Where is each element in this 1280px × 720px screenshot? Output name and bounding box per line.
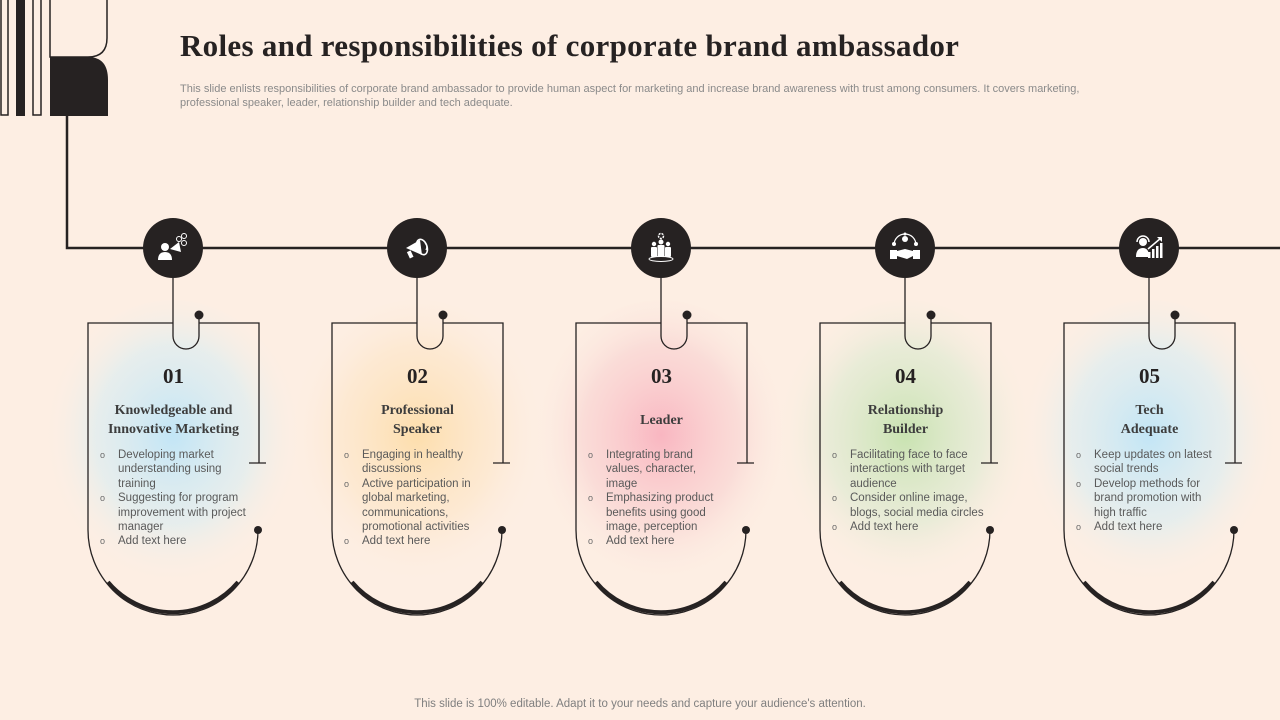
role-number: 04 bbox=[895, 364, 916, 388]
page-title: Roles and responsibilities of corporate … bbox=[180, 28, 960, 63]
megaphone-icon bbox=[387, 218, 447, 278]
team-gear-icon bbox=[631, 218, 691, 278]
bullet-item: Add text here bbox=[1072, 520, 1237, 535]
role-heading: Professional Speaker bbox=[332, 400, 503, 440]
role-heading: Knowledgeable and Innovative Marketing bbox=[88, 400, 259, 440]
bullet-item: Develop methods for brand promotion with… bbox=[1072, 477, 1219, 520]
role-bullets: Facilitating face to face interactions w… bbox=[828, 448, 993, 535]
role-heading-line2: Innovative Marketing bbox=[107, 422, 240, 437]
role-card-3: 03 Leader Integrating brand values, char… bbox=[576, 364, 747, 564]
role-number: 02 bbox=[407, 364, 428, 388]
role-heading-line1: Relationship bbox=[867, 403, 944, 418]
role-heading-line1: Leader bbox=[640, 412, 683, 428]
role-number: 05 bbox=[1139, 364, 1160, 388]
bullet-item: Developing market understanding using tr… bbox=[96, 448, 228, 491]
headset-growth-chart-icon bbox=[1119, 218, 1179, 278]
role-bullets: Engaging in healthy discussions Active p… bbox=[340, 448, 505, 549]
role-heading: Relationship Builder bbox=[820, 400, 991, 440]
bullet-item: Suggesting for program improvement with … bbox=[96, 491, 248, 534]
bullet-item: Add text here bbox=[340, 534, 505, 549]
role-card-4: 04 Relationship Builder Facilitating fac… bbox=[820, 364, 991, 564]
role-heading-line1: Knowledgeable and bbox=[114, 403, 233, 418]
handshake-network-icon bbox=[875, 218, 935, 278]
card-outline-3 bbox=[575, 278, 754, 616]
role-bullets: Developing market understanding using tr… bbox=[96, 448, 261, 549]
role-heading-line2: Adequate bbox=[1120, 422, 1179, 437]
role-number: 01 bbox=[163, 364, 184, 388]
bullet-item: Add text here bbox=[828, 520, 993, 535]
footer-note: This slide is 100% editable. Adapt it to… bbox=[414, 698, 866, 710]
role-heading: Tech Adequate bbox=[1064, 400, 1235, 440]
role-card-2: 02 Professional Speaker Engaging in heal… bbox=[332, 364, 503, 564]
card-outline-2 bbox=[331, 278, 510, 616]
role-card-5: 05 Tech Adequate Keep updates on latest … bbox=[1064, 364, 1235, 564]
bullet-item: Engaging in healthy discussions bbox=[340, 448, 480, 477]
role-number: 03 bbox=[651, 364, 672, 388]
bullet-item: Active participation in global marketing… bbox=[340, 477, 487, 535]
bullet-item: Keep updates on latest social trends bbox=[1072, 448, 1229, 477]
role-card-1: 01 Knowledgeable and Innovative Marketin… bbox=[88, 364, 259, 564]
decorative-logo-bars bbox=[0, 0, 108, 116]
bullet-item: Facilitating face to face interactions w… bbox=[828, 448, 980, 491]
role-heading-line1: Tech bbox=[1135, 403, 1164, 418]
bullet-item: Emphasizing product benefits using good … bbox=[584, 491, 731, 534]
role-heading: Leader bbox=[576, 400, 747, 440]
role-heading-line2: Speaker bbox=[393, 422, 442, 437]
page-subtitle: This slide enlists responsibilities of c… bbox=[180, 83, 1080, 109]
bullet-item: Integrating brand values, character, ima… bbox=[584, 448, 706, 491]
role-heading-line1: Professional bbox=[381, 403, 454, 418]
bullet-item: Add text here bbox=[96, 534, 261, 549]
role-heading-line2: Builder bbox=[882, 422, 929, 437]
marketing-megaphone-person-icon bbox=[143, 218, 203, 278]
role-bullets: Keep updates on latest social trends Dev… bbox=[1072, 448, 1237, 535]
card-outline-1 bbox=[87, 278, 266, 616]
bullet-item: Add text here bbox=[584, 534, 749, 549]
role-bullets: Integrating brand values, character, ima… bbox=[584, 448, 749, 549]
bullet-item: Consider online image, blogs, social med… bbox=[828, 491, 985, 520]
